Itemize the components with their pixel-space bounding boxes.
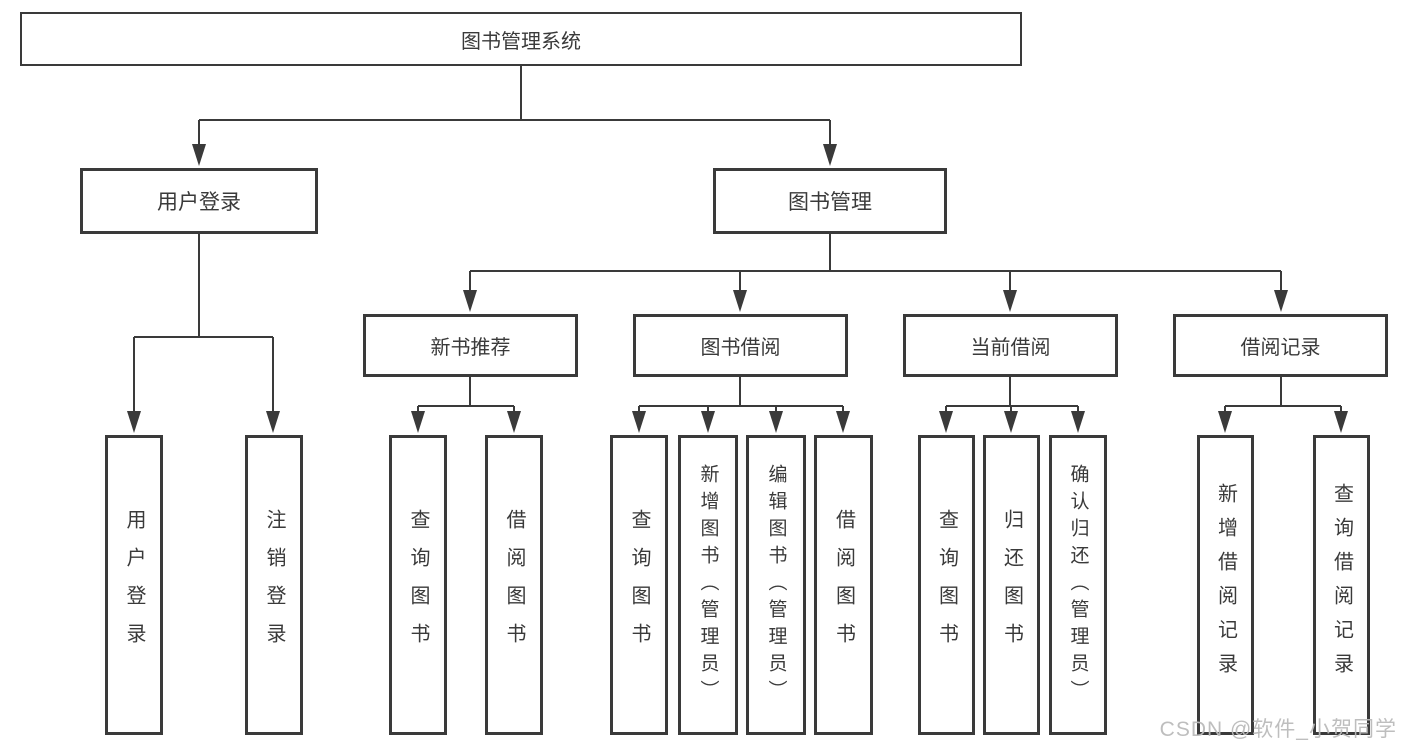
leaf-label: 借阅图书 (832, 509, 855, 661)
leaf-borrow-books-1: 借阅图书 (485, 435, 543, 735)
leaf-label: 查询图书 (407, 509, 429, 661)
leaf-return-book: 归还图书 (983, 435, 1040, 735)
node-new-book-recommendation: 新书推荐 (363, 314, 578, 377)
leaf-label: 确认归还（管理员） (1067, 463, 1089, 707)
leaf-label: 新增借阅记录 (1214, 483, 1237, 687)
leaf-query-books-1: 查询图书 (389, 435, 447, 735)
leaf-label: 编辑图书（管理员） (765, 463, 787, 707)
node-borrowing-records: 借阅记录 (1173, 314, 1388, 377)
node-library-management-system: 图书管理系统 (20, 12, 1022, 66)
node-current-borrowing: 当前借阅 (903, 314, 1118, 377)
leaf-label: 借阅图书 (503, 509, 525, 661)
node-book-borrowing: 图书借阅 (633, 314, 848, 377)
leaf-edit-book-admin: 编辑图书（管理员） (746, 435, 806, 735)
leaf-borrow-books-2: 借阅图书 (814, 435, 873, 735)
leaf-confirm-return-admin: 确认归还（管理员） (1049, 435, 1107, 735)
leaf-query-borrow-record: 查询借阅记录 (1313, 435, 1370, 735)
leaf-label: 用户登录 (123, 509, 145, 661)
node-book-management-branch: 图书管理 (713, 168, 947, 234)
leaf-label: 新增图书（管理员） (697, 463, 719, 707)
leaf-label: 查询图书 (935, 509, 958, 661)
leaf-query-books-3: 查询图书 (918, 435, 975, 735)
leaf-label: 归还图书 (1000, 509, 1023, 661)
leaf-user-login: 用户登录 (105, 435, 163, 735)
leaf-label: 查询图书 (628, 509, 650, 661)
leaf-add-book-admin: 新增图书（管理员） (678, 435, 738, 735)
leaf-label: 注销登录 (263, 509, 285, 661)
node-user-login-branch: 用户登录 (80, 168, 318, 234)
leaf-logout: 注销登录 (245, 435, 303, 735)
leaf-query-books-2: 查询图书 (610, 435, 668, 735)
leaf-add-borrow-record: 新增借阅记录 (1197, 435, 1254, 735)
leaf-label: 查询借阅记录 (1330, 483, 1353, 687)
